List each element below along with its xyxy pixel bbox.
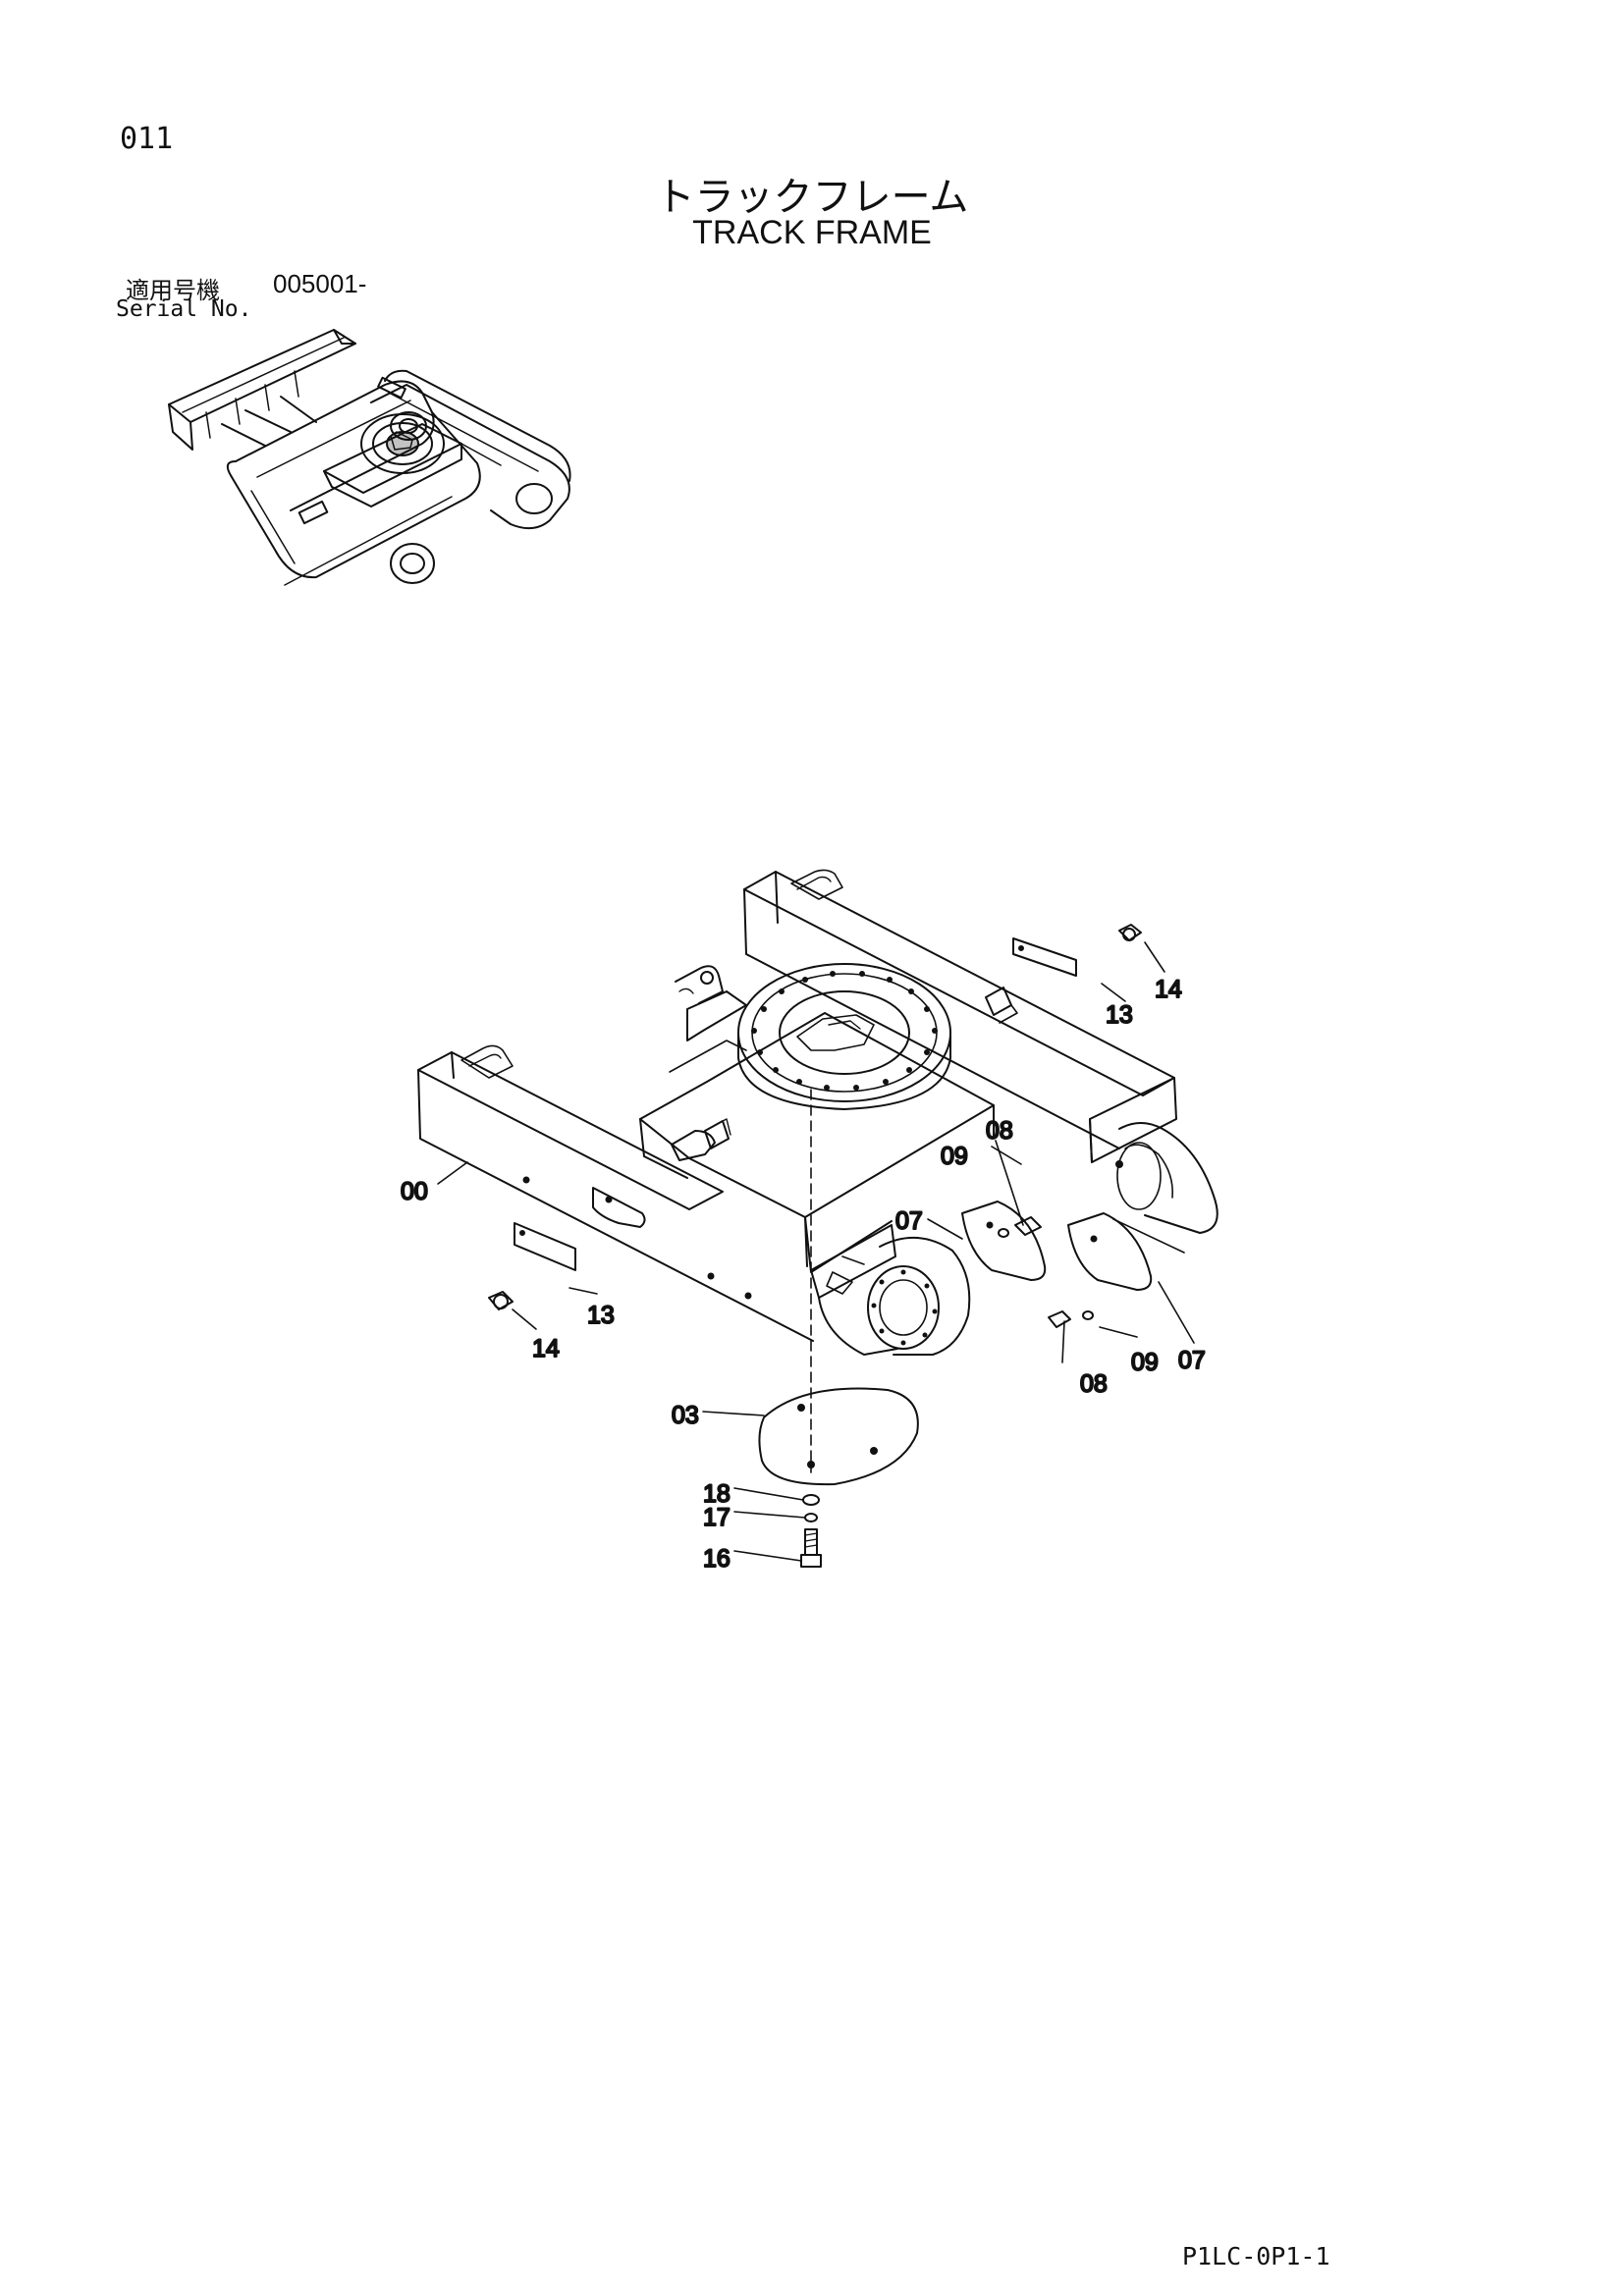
callout-03: 03 [672,1402,699,1429]
callout-16: 16 [703,1545,731,1573]
callout-07-upper: 07 [895,1207,923,1235]
page-title-english: TRACK FRAME [692,214,932,251]
callout-labels: 00 03 07 07 08 08 09 09 13 13 14 14 16 1… [400,975,1207,1574]
callout-08-lower: 08 [1080,1370,1108,1398]
callout-09-upper: 09 [941,1143,968,1170]
callout-18: 18 [703,1480,731,1508]
serial-label-japanese: 適用号機 [126,277,220,304]
serial-number-value: 005001- [273,269,367,298]
callout-13-upper: 13 [1106,1001,1133,1029]
callout-14-lower: 14 [532,1335,560,1362]
callout-08-upper: 08 [986,1117,1013,1145]
callout-00: 00 [401,1178,428,1205]
document-code: P1LC-0P1-1 [1182,2242,1330,2270]
key-map-thumbnail [168,329,571,586]
track-frame-drawing [417,869,1218,1568]
callout-14-upper: 14 [1155,976,1182,1003]
callout-13-lower: 13 [587,1302,615,1329]
leader-lines [437,941,1195,1562]
serial-label-english: Serial No. [116,296,252,322]
page-number: 011 [120,122,174,156]
callout-07-lower: 07 [1178,1347,1206,1374]
page-title-japanese: トラックフレーム [655,175,969,220]
callout-17: 17 [703,1504,731,1531]
callout-09-lower: 09 [1131,1349,1159,1376]
